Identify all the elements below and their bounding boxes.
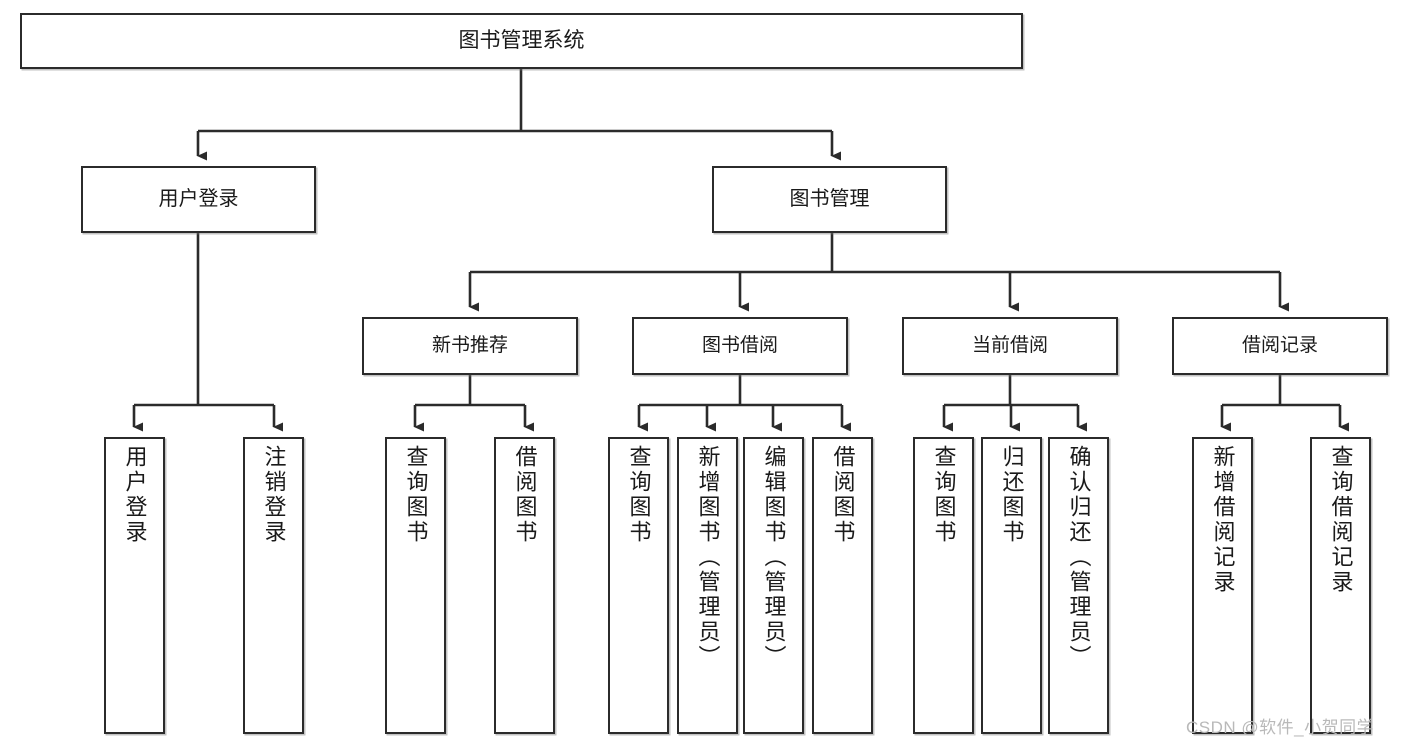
node-label: 用户登录 [158,188,239,210]
node-label: 图书管理系统 [458,28,585,52]
leaf-borrow-book-recommend[interactable]: 借阅图书 [494,437,555,734]
node-label: 确认归还（管理员） [1066,445,1092,670]
node-new-book-recommend[interactable]: 新书推荐 [362,317,578,375]
node-label: 注销登录 [261,445,287,545]
leaf-confirm-return-admin[interactable]: 确认归还（管理员） [1048,437,1109,734]
leaf-query-book-borrow[interactable]: 查询图书 [608,437,669,734]
node-label: 新书推荐 [431,335,508,357]
node-label: 编辑图书（管理员） [761,445,787,670]
node-book-borrow[interactable]: 图书借阅 [632,317,848,375]
csdn-watermark: CSDN @软件_小贺同学 [1186,718,1375,737]
node-label: 查询借阅记录 [1328,445,1354,595]
node-user-login[interactable]: 用户登录 [81,166,316,233]
leaf-borrow-book[interactable]: 借阅图书 [812,437,873,734]
node-label: 查询图书 [403,445,429,545]
node-label: 新增借阅记录 [1210,445,1236,595]
leaf-logout[interactable]: 注销登录 [243,437,304,734]
node-label: 图书借阅 [701,335,778,357]
leaf-query-book-current[interactable]: 查询图书 [913,437,974,734]
node-book-management[interactable]: 图书管理 [712,166,947,233]
leaf-add-borrow-record[interactable]: 新增借阅记录 [1192,437,1253,734]
leaf-query-book-recommend[interactable]: 查询图书 [385,437,446,734]
node-label: 查询图书 [931,445,957,545]
node-label: 图书管理 [789,188,870,210]
leaf-query-borrow-record[interactable]: 查询借阅记录 [1310,437,1371,734]
node-label: 借阅记录 [1241,335,1318,357]
node-label: 借阅图书 [512,445,538,545]
node-label: 查询图书 [626,445,652,545]
node-current-borrow[interactable]: 当前借阅 [902,317,1118,375]
leaf-add-book-admin[interactable]: 新增图书（管理员） [677,437,738,734]
leaf-user-login[interactable]: 用户登录 [104,437,165,734]
node-label: 当前借阅 [971,335,1048,357]
leaf-edit-book-admin[interactable]: 编辑图书（管理员） [743,437,804,734]
node-root-system[interactable]: 图书管理系统 [20,13,1023,69]
node-label: 用户登录 [122,445,148,545]
node-label: 归还图书 [999,445,1025,545]
node-borrow-record[interactable]: 借阅记录 [1172,317,1388,375]
node-label: 借阅图书 [830,445,856,545]
leaf-return-book[interactable]: 归还图书 [981,437,1042,734]
node-label: 新增图书（管理员） [695,445,721,670]
